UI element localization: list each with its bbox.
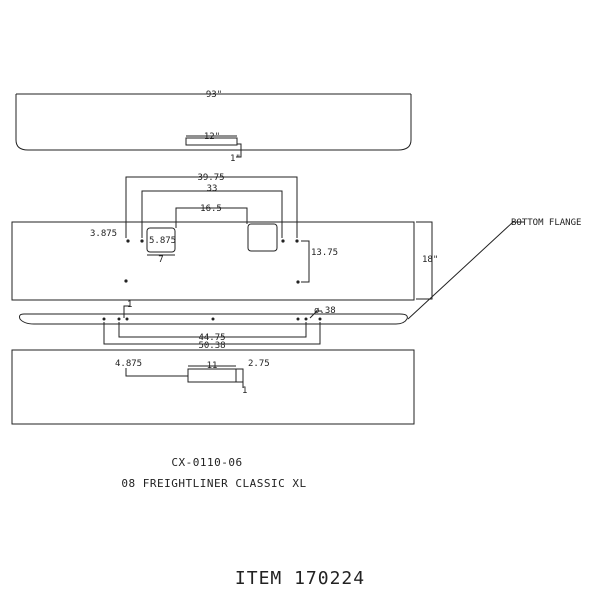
mount-hole	[296, 280, 300, 284]
bottom-flange-callout-leader	[407, 221, 524, 320]
mount-hole	[140, 239, 144, 243]
bottom-flange-callout-label: BOTTOM FLANGE	[511, 218, 581, 228]
bottom-slot-offset-label: 1	[242, 386, 247, 396]
left-cutout	[146, 227, 176, 253]
front-view-outline	[11, 221, 415, 301]
hole-diameter-label: ø.38	[314, 306, 336, 316]
bottom-slot-height-line	[236, 368, 244, 383]
cutout-width-label: 5.875	[149, 236, 176, 246]
flange-hole	[318, 317, 322, 321]
dim-33-line	[141, 190, 283, 238]
top-view: 93" 12" 1"	[15, 90, 412, 164]
vertical-hole-spacing-label: 13.75	[311, 248, 338, 258]
top-slot	[185, 137, 238, 146]
dim-39-75-label: 39.75	[197, 173, 224, 183]
bottom-slot-height-label: 2.75	[248, 359, 270, 369]
bottom-view: 4.875 11 2.75 1	[11, 349, 415, 425]
top-slot-label: 12"	[204, 132, 220, 142]
part-code: CX-0110-06	[171, 456, 242, 469]
edge-offset-label: 3.875	[90, 229, 117, 239]
flange-hole	[296, 317, 300, 321]
bottom-offset-label: 4.875	[115, 359, 142, 369]
dim-16-5-line	[175, 207, 248, 228]
mount-hole	[126, 239, 130, 243]
dim-16-5-label: 16.5	[200, 204, 222, 214]
top-slot-offset-leader	[236, 143, 242, 158]
right-cutout	[247, 223, 278, 252]
flange-hole	[117, 317, 121, 321]
dim-33-label: 33	[207, 184, 218, 194]
flange-tab-line	[123, 305, 130, 318]
flange-hole	[125, 317, 129, 321]
height-label: 18"	[422, 255, 438, 265]
flange-hole	[304, 317, 308, 321]
bottom-slot-width-label: 11	[207, 361, 218, 371]
flange-hole	[211, 317, 215, 321]
hole-spacing-inner-line	[118, 322, 307, 338]
bottom-flange-outline	[19, 313, 408, 325]
bottom-offset-line	[125, 368, 188, 377]
bottom-flange-view: BOTTOM FLANGE 1 ø.38 44.75 50.38	[19, 218, 581, 351]
cutout-height-label: 7	[158, 255, 163, 265]
bottom-view-outline	[11, 349, 415, 425]
top-view-outline	[15, 94, 412, 151]
vertical-hole-spacing-line	[301, 240, 310, 283]
hole-diameter-leader	[309, 310, 322, 319]
hole-spacing-inner-label: 44.75	[198, 333, 225, 343]
top-slot-offset-label: 1"	[230, 154, 241, 164]
hole-spacing-outer-line	[103, 322, 321, 345]
flange-hole	[102, 317, 106, 321]
flange-tab-label: 1	[127, 300, 132, 310]
item-number: ITEM 170224	[235, 568, 365, 589]
mount-hole	[124, 279, 128, 283]
dim-39-75-line	[125, 176, 298, 238]
front-view: 39.75 33 16.5 3.875 5.875 7 13.75 18"	[11, 173, 438, 301]
mount-hole	[295, 239, 299, 243]
mount-hole	[281, 239, 285, 243]
part-description: 08 FREIGHTLINER CLASSIC XL	[121, 477, 306, 490]
bottom-slot	[187, 368, 237, 383]
hole-spacing-outer-label: 50.38	[198, 341, 225, 351]
top-width-label: 93"	[206, 90, 222, 100]
height-dimension-line	[416, 221, 433, 300]
